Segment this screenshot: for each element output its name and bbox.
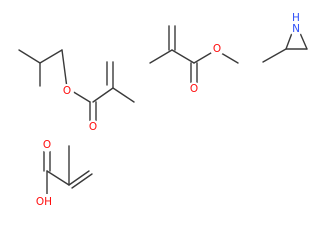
bond bbox=[149, 49, 173, 64]
nh-hydrogen-label: H bbox=[292, 12, 300, 24]
bond bbox=[299, 32, 308, 50]
ester-oxygen-label: O bbox=[213, 43, 221, 55]
bond bbox=[171, 49, 195, 64]
bond bbox=[39, 49, 63, 64]
molecule-methacrylic-acid: O OH bbox=[33, 138, 93, 208]
molecule-methylaziridine: N H bbox=[262, 12, 308, 63]
carbonyl-oxygen-label: O bbox=[43, 139, 51, 151]
bond bbox=[112, 87, 135, 103]
bond bbox=[46, 170, 70, 186]
bond bbox=[92, 87, 114, 103]
bond bbox=[71, 173, 93, 189]
molecule-isobutyl-methacrylate: O O bbox=[18, 49, 135, 134]
nitrogen-label: N bbox=[292, 23, 300, 35]
bond bbox=[18, 49, 41, 64]
bond bbox=[262, 48, 287, 63]
carbonyl-oxygen-label: O bbox=[89, 121, 97, 133]
molecule-methyl-methacrylate: O O bbox=[149, 25, 239, 96]
bond bbox=[68, 170, 90, 186]
carbonyl-oxygen-label: O bbox=[190, 83, 198, 95]
chemical-structure-canvas: O O O O N H O bbox=[18, 12, 308, 208]
ester-oxygen-label: O bbox=[63, 85, 71, 97]
hydroxyl-label: OH bbox=[36, 196, 52, 208]
bond bbox=[61, 49, 68, 89]
bond bbox=[285, 32, 293, 50]
